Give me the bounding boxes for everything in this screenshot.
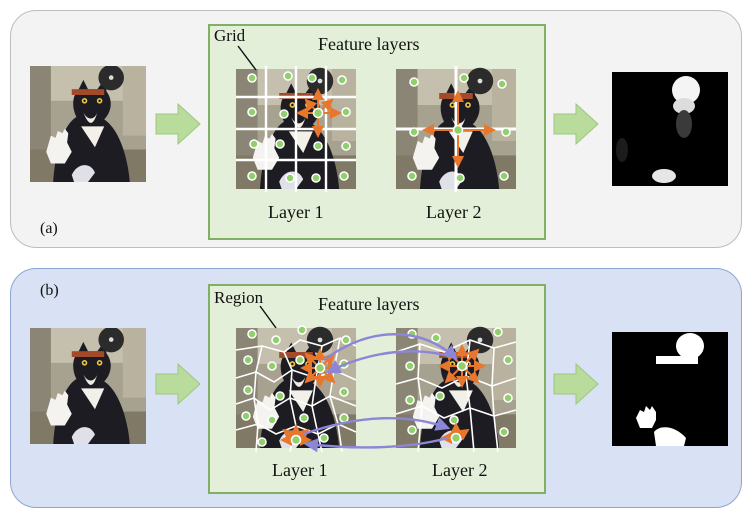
flow-arrow-icon-b2	[553, 362, 599, 406]
layer1-region-image-b	[235, 325, 357, 453]
panel-b-region-callout: Region	[214, 288, 264, 307]
cross-layer-arrows	[303, 333, 458, 453]
layer1-grid-image-a	[236, 66, 356, 192]
layer2-region-image-b	[395, 326, 517, 453]
panel-a-feature-title: Feature layers	[318, 34, 420, 54]
cat-image-icon-b-input	[30, 328, 146, 444]
flow-arrow-icon-a2	[553, 102, 599, 146]
layer2-grid-image-a	[396, 66, 516, 192]
panel-a-layer2-label: Layer 2	[426, 202, 482, 222]
panel-a-layer1-label: Layer 1	[268, 202, 324, 222]
mask-output-icon-a	[612, 72, 728, 186]
mask-output-icon-b	[612, 332, 728, 446]
flow-arrow-icon-b1	[155, 362, 201, 406]
grid-overlay-icon-l1	[236, 66, 356, 192]
flow-arrow-icon-a1	[155, 102, 201, 146]
panel-b-layer2-label: Layer 2	[432, 460, 488, 480]
panel-b-label: (b)	[40, 282, 59, 299]
cat-image-icon-a-input	[30, 66, 146, 182]
panel-a-grid-callout: Grid	[214, 26, 246, 45]
panel-b-layer1-label: Layer 1	[272, 460, 328, 480]
panel-a-label: (a)	[40, 220, 58, 237]
panel-b-feature-title: Feature layers	[318, 294, 420, 314]
